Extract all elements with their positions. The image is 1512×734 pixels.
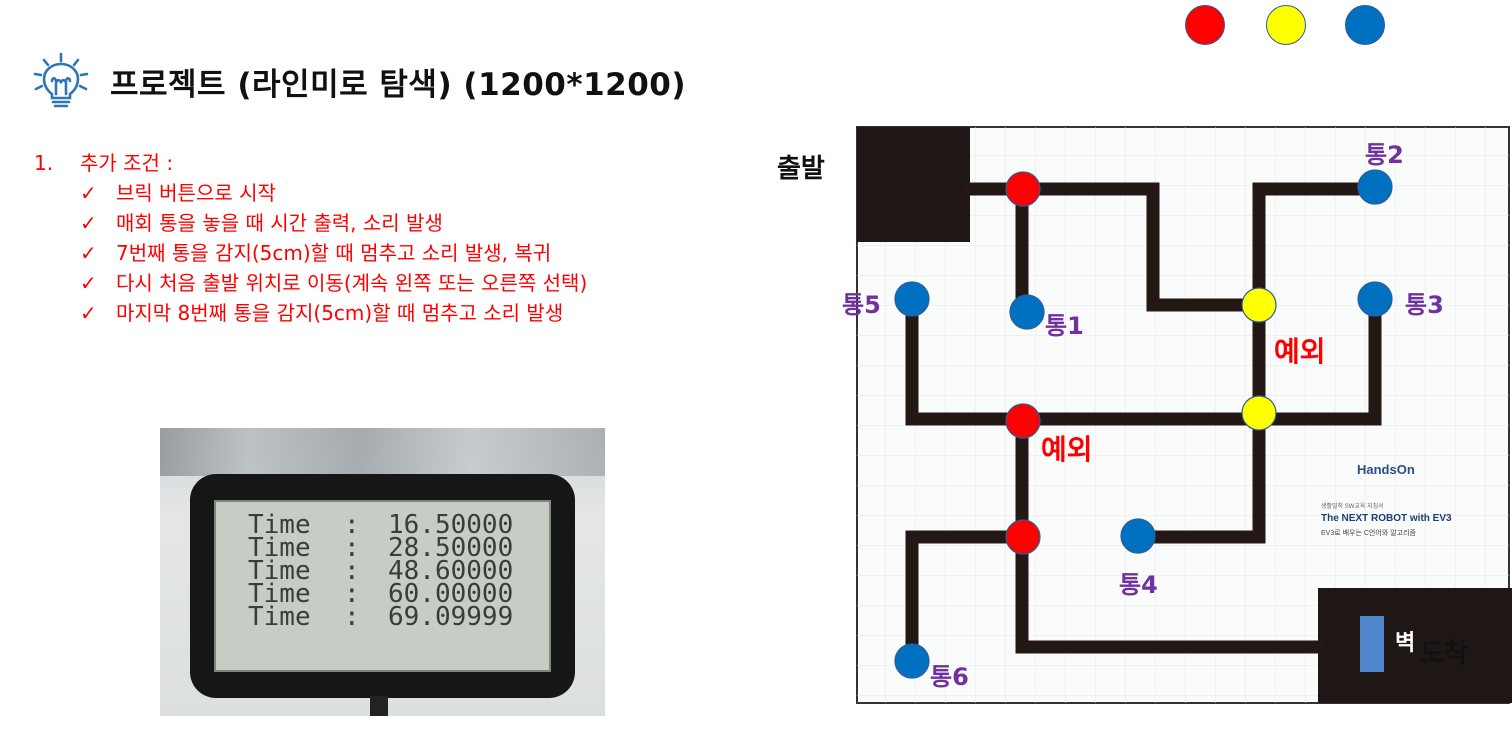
start-zone — [857, 127, 970, 242]
brick-top-edge — [160, 428, 605, 476]
lcd-time-row: Time:16.50000 — [248, 510, 514, 540]
condition-item: ✓다시 처음 출발 위치로 이동(계속 왼쪽 또는 오른쪽 선택) — [80, 268, 587, 298]
cable — [370, 696, 388, 716]
lcd-time-row: Time:69.09999 — [248, 602, 514, 632]
wall-label: 벽 — [1395, 631, 1416, 656]
condition-item: ✓7번째 통을 감지(5cm)할 때 멈추고 소리 발생, 복귀 — [80, 238, 587, 268]
brand-book-subtitle: EV3로 배우는 C언어와 알고리즘 — [1321, 530, 1416, 537]
bin-3-label: 통3 — [1405, 291, 1444, 319]
start-label: 출발 — [777, 154, 825, 184]
bin-4-label: 통4 — [1119, 571, 1158, 599]
check-icon: ✓ — [80, 301, 97, 325]
check-icon: ✓ — [80, 211, 97, 235]
maze-markers — [894, 169, 1393, 679]
bin-5-label: 통5 — [842, 291, 881, 319]
condition-item: ✓매회 통을 놓을 때 시간 출력, 소리 발생 — [80, 208, 587, 238]
maze-map: 통2 통3 통5 통1 통4 통6 예외 예외 벽 HandsOn 생활밀착 S… — [842, 125, 1512, 705]
lcd-screen: Time:16.50000 Time:28.50000 Time:48.6000… — [214, 500, 551, 672]
check-icon: ✓ — [80, 241, 97, 265]
slide-title: 프로젝트 (라인미로 탐색) (1200*1200) — [30, 52, 686, 110]
legend-blue-dot — [1345, 5, 1385, 45]
check-icon: ✓ — [80, 271, 97, 295]
lcd-bezel: Time:16.50000 Time:28.50000 Time:48.6000… — [190, 474, 575, 698]
lcd-time-row: Time:60.00000 — [248, 579, 514, 609]
legend-yellow-dot — [1266, 5, 1306, 45]
ev3-brick-photo: Time:16.50000 Time:28.50000 Time:48.6000… — [160, 428, 605, 716]
lcd-time-row: Time:28.50000 — [248, 533, 514, 563]
finish-label: 도착 — [1420, 639, 1468, 669]
exception-label: 예외 — [1274, 335, 1326, 368]
brand-series: 생활밀착 SW교육 지침서 — [1321, 504, 1384, 510]
condition-item: ✓마지막 8번째 통을 감지(5cm)할 때 멈추고 소리 발생 — [80, 298, 587, 328]
legend-red-dot — [1185, 5, 1225, 45]
wall-block — [1360, 616, 1384, 672]
check-icon: ✓ — [80, 181, 97, 205]
condition-item: ✓브릭 버튼으로 시작 — [80, 178, 587, 208]
finish-zone — [1318, 588, 1512, 703]
page-title: 프로젝트 (라인미로 탐색) (1200*1200) — [110, 66, 687, 103]
bin-6-label: 통6 — [930, 663, 969, 691]
lightbulb-icon — [33, 52, 89, 108]
brand-book-title: The NEXT ROBOT with EV3 — [1321, 513, 1452, 524]
maze-svg — [856, 126, 1512, 704]
condition-list: ✓브릭 버튼으로 시작 ✓매회 통을 놓을 때 시간 출력, 소리 발생 ✓7번… — [80, 178, 587, 328]
brand-logo: HandsOn — [1357, 462, 1415, 477]
bin-2-label: 통2 — [1365, 141, 1404, 169]
exception-label: 예외 — [1041, 433, 1093, 466]
condition-heading: 추가 조건 : — [80, 151, 174, 175]
lcd-time-row: Time:48.60000 — [248, 556, 514, 586]
bin-1-label: 통1 — [1045, 312, 1084, 340]
conditions-block: 1. 추가 조건 : ✓브릭 버튼으로 시작 ✓매회 통을 놓을 때 시간 출력… — [34, 148, 587, 328]
condition-number: 1. — [34, 151, 54, 175]
